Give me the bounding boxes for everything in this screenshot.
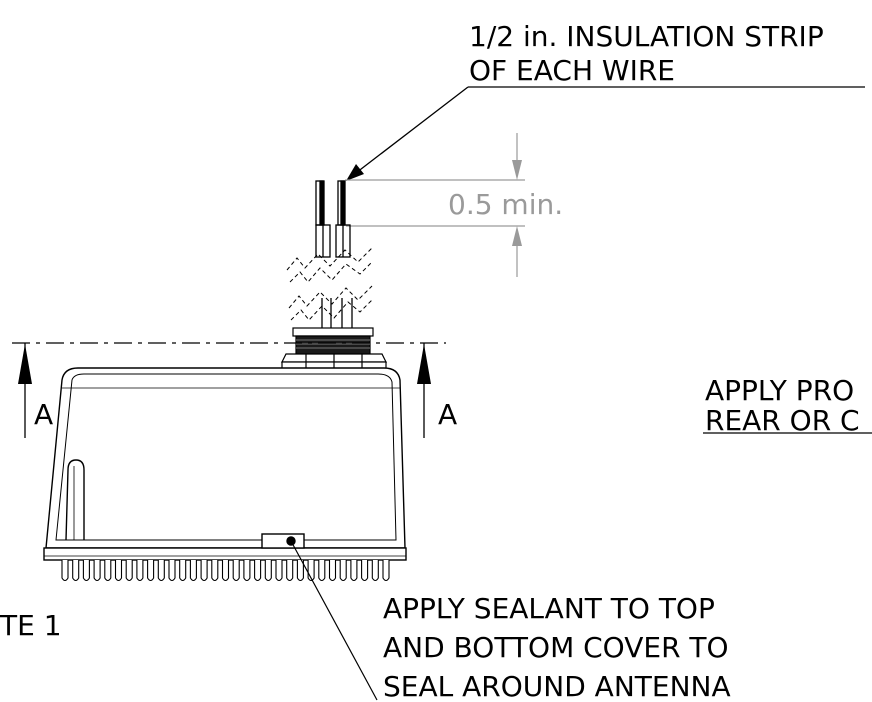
fin: [157, 560, 165, 582]
insulation-note-line2: OF EACH WIRE: [469, 54, 675, 87]
fin: [82, 560, 90, 582]
fin: [328, 560, 337, 582]
fin: [104, 560, 112, 582]
sealant-note-line1: APPLY SEALANT TO TOP: [383, 592, 715, 625]
fin: [189, 560, 197, 582]
fin: [318, 560, 326, 582]
insulation-leader-arrowhead: [346, 164, 364, 181]
insulation-note-line1: 1/2 in. INSULATION STRIP: [469, 20, 824, 53]
fin: [296, 560, 304, 582]
dimension-arrow-bottom: [512, 226, 522, 246]
fin: [371, 560, 379, 582]
fin: [264, 560, 272, 582]
section-arrow-right: [417, 343, 431, 438]
section-label-left: A: [34, 398, 53, 431]
insulation-leader: [351, 86, 865, 177]
fin: [382, 560, 390, 582]
fin: [72, 560, 80, 582]
fin: [147, 560, 155, 582]
fin: [136, 560, 144, 582]
sealant-note-line2: AND BOTTOM COVER TO: [383, 631, 729, 664]
fin: [114, 560, 123, 582]
sealant-note-line3: SEAL AROUND ANTENNA: [383, 670, 731, 702]
fin: [232, 560, 240, 582]
fin: [275, 560, 283, 582]
fin: [211, 560, 219, 582]
fin: [93, 560, 101, 582]
fin: [339, 560, 347, 582]
section-arrow-left: [18, 343, 32, 438]
fin: [350, 560, 358, 582]
fin: [61, 560, 69, 582]
sealant-leader: [290, 540, 378, 701]
enclosure-body: [43, 367, 407, 561]
cable-gland: [281, 327, 387, 371]
fin: [221, 560, 230, 582]
fin: [125, 560, 133, 582]
fin: [200, 560, 208, 582]
note-label: TE 1: [0, 609, 62, 642]
apply-pro-line2: REAR OR C: [705, 404, 860, 437]
fin: [168, 560, 176, 582]
fin: [243, 560, 251, 582]
wire-break-lines: [286, 247, 373, 321]
bottom-fins: [61, 560, 390, 582]
fin: [361, 560, 369, 582]
fin: [179, 560, 187, 582]
dimension-label: 0.5 min.: [448, 188, 563, 221]
fin: [254, 560, 262, 582]
fin: [286, 560, 294, 582]
apply-pro-line1: APPLY PRO: [705, 374, 854, 407]
wires: [315, 180, 353, 328]
dimension-arrow-top: [512, 160, 522, 180]
section-label-right: A: [438, 398, 457, 431]
